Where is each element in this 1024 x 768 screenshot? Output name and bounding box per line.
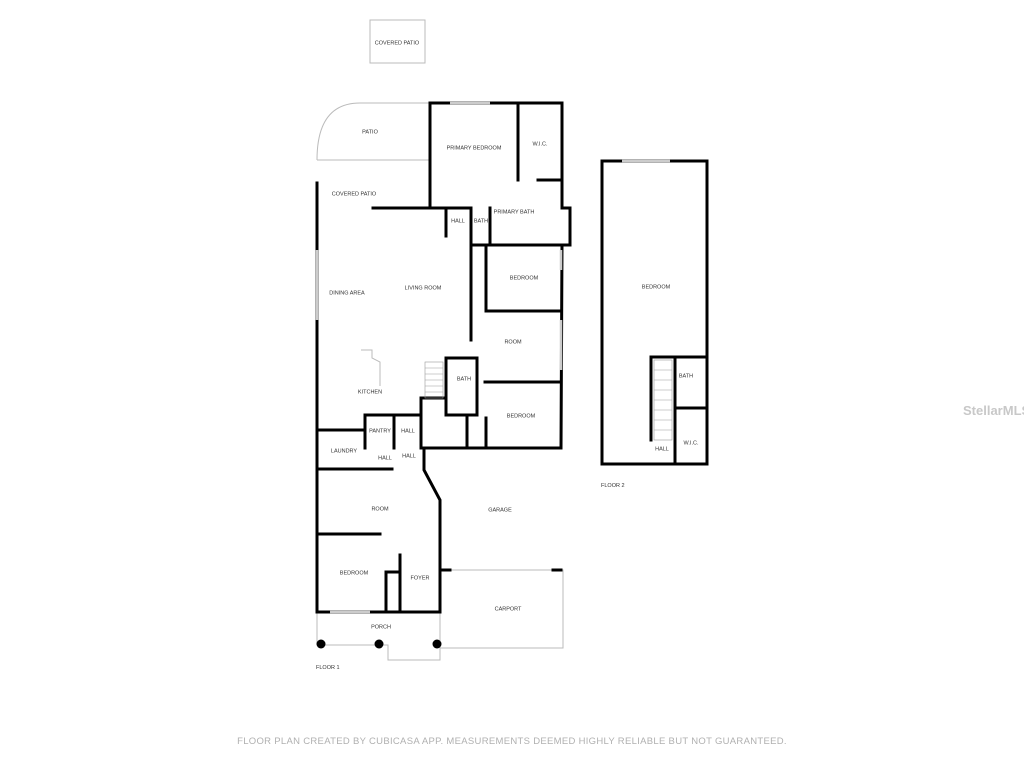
floor1-walls bbox=[315, 19, 572, 661]
room-label: BEDROOM bbox=[510, 275, 539, 281]
room-label: PORCH bbox=[371, 624, 391, 630]
room-label: BATH bbox=[679, 373, 693, 379]
room-label: ROOM bbox=[504, 339, 522, 345]
room-label: BATH bbox=[474, 218, 488, 224]
room-label: BEDROOM bbox=[642, 284, 671, 290]
room-label: GARAGE bbox=[488, 507, 512, 513]
room-label: HALL bbox=[378, 455, 392, 461]
room-label: W.I.C. bbox=[684, 440, 699, 446]
room-label: PANTRY bbox=[369, 428, 391, 434]
room-label: ROOM bbox=[371, 506, 389, 512]
floor-label: FLOOR 1 bbox=[316, 665, 340, 671]
room-label: HALL bbox=[402, 453, 416, 459]
room-label: FOYER bbox=[411, 575, 430, 581]
room-label: BEDROOM bbox=[507, 413, 536, 419]
room-label: BEDROOM bbox=[340, 570, 369, 576]
room-label: HALL bbox=[451, 218, 465, 224]
room-label: HALL bbox=[401, 428, 415, 434]
porch-columns bbox=[316, 639, 442, 649]
room-label: HALL bbox=[655, 446, 669, 452]
watermark: StellarMLS bbox=[963, 403, 1024, 418]
room-label: COVERED PATIO bbox=[332, 191, 377, 197]
room-label: PRIMARY BATH bbox=[494, 209, 535, 215]
room-label: KITCHEN bbox=[358, 389, 382, 395]
room-label: W.I.C. bbox=[533, 141, 548, 147]
floor1-labels: COVERED PATIO PATIO PRIMARY BEDROOM W.I.… bbox=[316, 40, 548, 671]
room-label: PATIO bbox=[362, 129, 378, 135]
room-label: PRIMARY BEDROOM bbox=[447, 145, 502, 151]
footer-disclaimer: FLOOR PLAN CREATED BY CUBICASA APP. MEAS… bbox=[237, 736, 787, 747]
room-label: BATH bbox=[457, 376, 471, 382]
room-label: COVERED PATIO bbox=[375, 40, 420, 46]
floor-label: FLOOR 2 bbox=[601, 483, 625, 489]
room-label: LAUNDRY bbox=[331, 448, 358, 454]
floor2-labels: BEDROOM BATH W.I.C. HALL FLOOR 2 bbox=[601, 284, 699, 489]
stairs-icon bbox=[424, 361, 444, 399]
room-label: DINING AREA bbox=[329, 290, 365, 296]
room-label: LIVING ROOM bbox=[405, 285, 442, 291]
room-label: CARPORT bbox=[495, 606, 522, 612]
floor2-walls bbox=[600, 159, 709, 466]
